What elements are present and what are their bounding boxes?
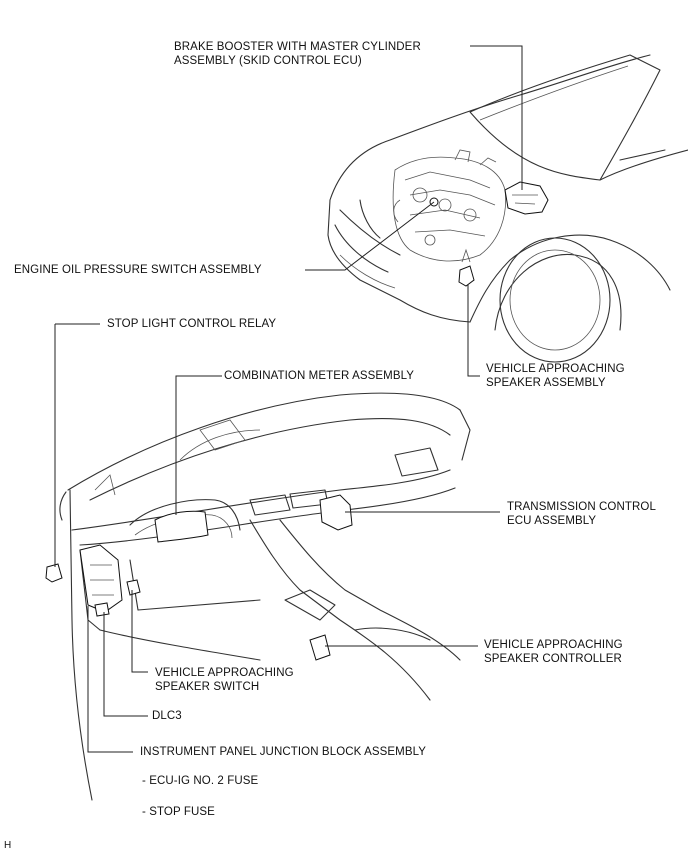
interior-illustration bbox=[45, 392, 471, 801]
corner-mark: H bbox=[4, 840, 12, 851]
brake-booster-part bbox=[504, 181, 549, 215]
combination-meter-part bbox=[154, 510, 209, 543]
label-combination-meter-assembly: COMBINATION METER ASSEMBLY bbox=[224, 370, 415, 382]
label-vehicle-approaching-speaker-switch: VEHICLE APPROACHING SPEAKER SWITCH bbox=[155, 667, 294, 693]
label-vehicle-approaching-speaker-assembly: VEHICLE APPROACHING SPEAKER ASSEMBLY bbox=[486, 363, 625, 389]
label-stop-fuse: - STOP FUSE bbox=[142, 806, 215, 818]
stop-light-relay-part bbox=[45, 563, 63, 583]
label-engine-oil-pressure-switch: ENGINE OIL PRESSURE SWITCH ASSEMBLY bbox=[14, 264, 262, 276]
junction-block-part bbox=[79, 544, 123, 613]
speaker-switch-part bbox=[126, 579, 141, 596]
leader-lines bbox=[54, 45, 523, 753]
label-ecu-ig-no2-fuse: - ECU-IG NO. 2 FUSE bbox=[142, 775, 259, 787]
label-stop-light-control-relay: STOP LIGHT CONTROL RELAY bbox=[107, 318, 277, 330]
speaker-controller-part bbox=[309, 634, 331, 661]
label-instrument-panel-junction-block: INSTRUMENT PANEL JUNCTION BLOCK ASSEMBLY bbox=[140, 746, 427, 758]
label-brake-booster: BRAKE BOOSTER WITH MASTER CYLINDER ASSEM… bbox=[174, 41, 421, 67]
label-dlc3: DLC3 bbox=[152, 710, 182, 722]
label-transmission-control-ecu: TRANSMISSION CONTROL ECU ASSEMBLY bbox=[507, 501, 656, 527]
label-vehicle-approaching-speaker-controller: VEHICLE APPROACHING SPEAKER CONTROLLER bbox=[484, 639, 623, 665]
transmission-ecu-part bbox=[319, 494, 353, 531]
speaker-assembly-part bbox=[458, 248, 475, 287]
car-illustration bbox=[327, 54, 688, 363]
dlc3-part bbox=[94, 602, 110, 617]
